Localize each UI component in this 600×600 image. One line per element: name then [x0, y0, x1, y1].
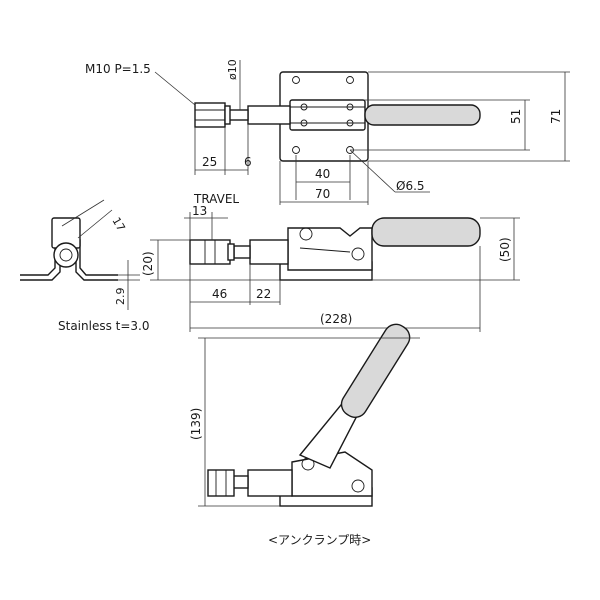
- top-view-hole: [292, 76, 300, 84]
- hole-label: Ø6.5: [396, 179, 425, 193]
- d139-label: (139): [189, 408, 203, 440]
- top-view-hole: [292, 146, 300, 154]
- caption: <アンクランプ時>: [268, 533, 371, 547]
- d25-label: 25: [202, 155, 217, 169]
- d17-label: 17: [109, 215, 127, 234]
- d71-label: 71: [549, 109, 563, 124]
- thread-label: M10 P=1.5: [85, 62, 151, 76]
- material-label: Stainless t=3.0: [58, 319, 150, 333]
- d13-label: 13: [192, 204, 207, 218]
- dia10-label: ø10: [226, 59, 239, 80]
- unclamped-view: (139) <アンクランプ時>: [189, 323, 420, 547]
- front-view-body: [287, 227, 373, 271]
- end-view: 17 2.9 Stainless t=3.0: [20, 199, 150, 333]
- front-view-handle: [371, 217, 481, 247]
- top-view-hole: [346, 76, 354, 84]
- d46-label: 46: [212, 287, 227, 301]
- d50-label: (50): [498, 237, 512, 262]
- d6-label: 6: [244, 155, 252, 169]
- top-view: M10 P=1.5 ø10 25 6 40 70 51 71 Ø6.5: [85, 59, 570, 205]
- d20-label: (20): [141, 251, 155, 276]
- front-view: TRAVEL 13 (20) (50) 46 22 (228): [141, 192, 520, 332]
- d51-label: 51: [509, 109, 523, 124]
- top-view-hex-nut: [194, 102, 226, 128]
- d40-label: 40: [315, 167, 330, 181]
- unclamped-nut: [207, 469, 235, 497]
- d2-9-label: 2.9: [114, 288, 127, 306]
- d22-label: 22: [256, 287, 271, 301]
- top-view-plunger-block: [247, 105, 291, 125]
- top-view-handle: [364, 104, 481, 126]
- end-view-nut: [53, 242, 79, 268]
- unclamped-handle: [340, 323, 411, 418]
- travel-label: TRAVEL: [193, 192, 239, 206]
- top-view-plunger-rod: [227, 109, 249, 121]
- front-view-nut: [189, 239, 231, 265]
- d70-label: 70: [315, 187, 330, 201]
- d228-label: (228): [320, 312, 352, 326]
- top-view-linkage: [289, 99, 366, 131]
